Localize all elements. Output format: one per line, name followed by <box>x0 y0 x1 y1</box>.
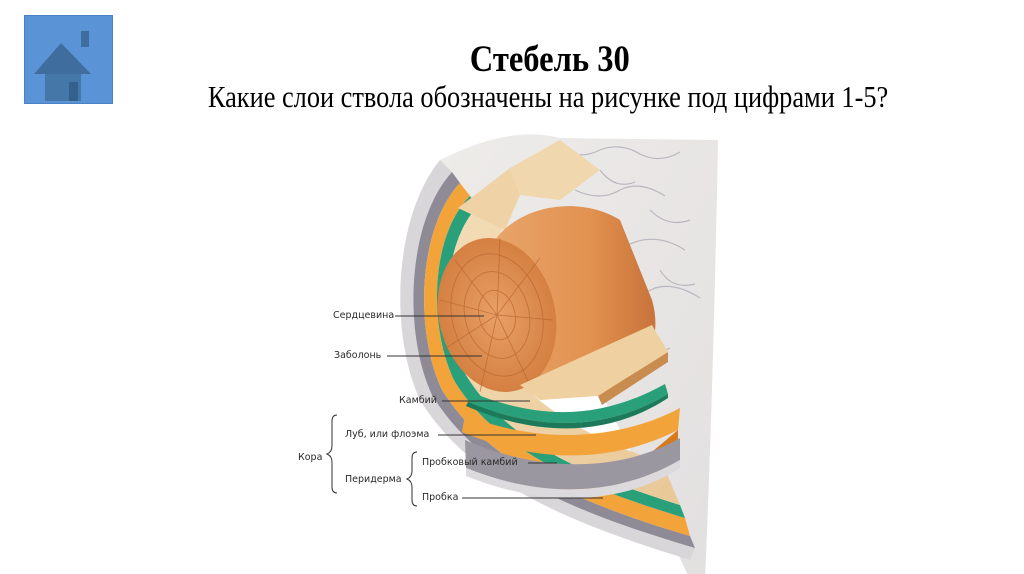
slide-title: Стебель 30 <box>469 39 630 80</box>
label-cork-cambium: Пробковый камбий <box>422 457 518 468</box>
label-cork: Пробка <box>422 492 459 503</box>
brace-periderm <box>405 451 418 507</box>
label-periderm-group: Перидерма <box>345 474 402 485</box>
label-phloem: Луб, или флоэма <box>345 429 430 440</box>
label-sapwood: Заболонь <box>334 350 382 361</box>
label-bark-group: Кора <box>298 452 323 463</box>
label-heartwood: Сердцевина <box>333 310 395 321</box>
label-cambium: Камбий <box>399 395 437 406</box>
home-icon <box>34 31 91 101</box>
home-button[interactable] <box>24 15 113 104</box>
brace-bark <box>325 414 338 494</box>
slide-question: Какие слои ствола обозначены на рисунке … <box>207 79 889 114</box>
